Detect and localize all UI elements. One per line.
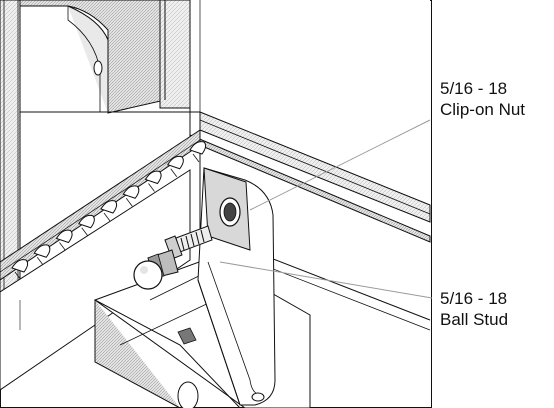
hinge-pin — [103, 212, 111, 222]
clip-on-nut-leader — [249, 119, 431, 211]
hinge-knuckle — [144, 170, 162, 185]
stud-thread-ridge — [190, 233, 195, 247]
rear-wall — [20, 0, 430, 120]
hinge-strip — [0, 129, 207, 281]
stud-thread-ridge — [185, 235, 190, 249]
ball-stud-name-label: Ball Stud — [440, 310, 508, 329]
stud-thread-ridge — [200, 229, 205, 243]
hinge-pin — [81, 227, 89, 236]
hinge-knuckle — [33, 244, 51, 258]
hinge-knuckle — [100, 200, 118, 214]
hinge-pin — [170, 168, 178, 177]
clip-on-nut-size-label: 5/16 - 18 — [440, 79, 507, 98]
ball-stud-size-label: 5/16 - 18 — [440, 289, 507, 308]
floor-tray — [0, 169, 191, 391]
hinge-knuckle — [78, 214, 95, 229]
hinge-pin — [148, 183, 155, 192]
hinge-pin — [125, 198, 133, 207]
door-hole — [93, 60, 103, 76]
hinge-pin — [192, 153, 200, 163]
hinge-pin — [59, 242, 66, 251]
upright-bracket — [197, 167, 276, 406]
leader-lines — [219, 119, 433, 299]
ball-stud — [133, 225, 213, 290]
ball-stud-leader — [219, 261, 433, 299]
grommet — [177, 327, 197, 345]
hinge-knuckle — [55, 229, 73, 244]
hinge-pin — [36, 257, 44, 266]
hinge-knuckle — [189, 141, 207, 155]
stud-thread-ridge — [180, 237, 185, 251]
callout-clip-on-nut: 5/16 - 18 Clip-on Nut — [440, 79, 525, 119]
hinge-knuckle — [167, 155, 184, 170]
callout-ball-stud: 5/16 - 18 Ball Stud — [440, 289, 508, 329]
frame-rail — [189, 111, 431, 331]
stud-thread-ridge — [195, 231, 200, 245]
hinge-knuckles — [11, 141, 207, 281]
clip-on-nut-name-label: Clip-on Nut — [440, 100, 525, 119]
hinge-knuckle — [11, 259, 29, 273]
door-panel — [19, 0, 191, 114]
base-hole — [177, 381, 199, 408]
hinge-knuckle — [122, 185, 140, 199]
